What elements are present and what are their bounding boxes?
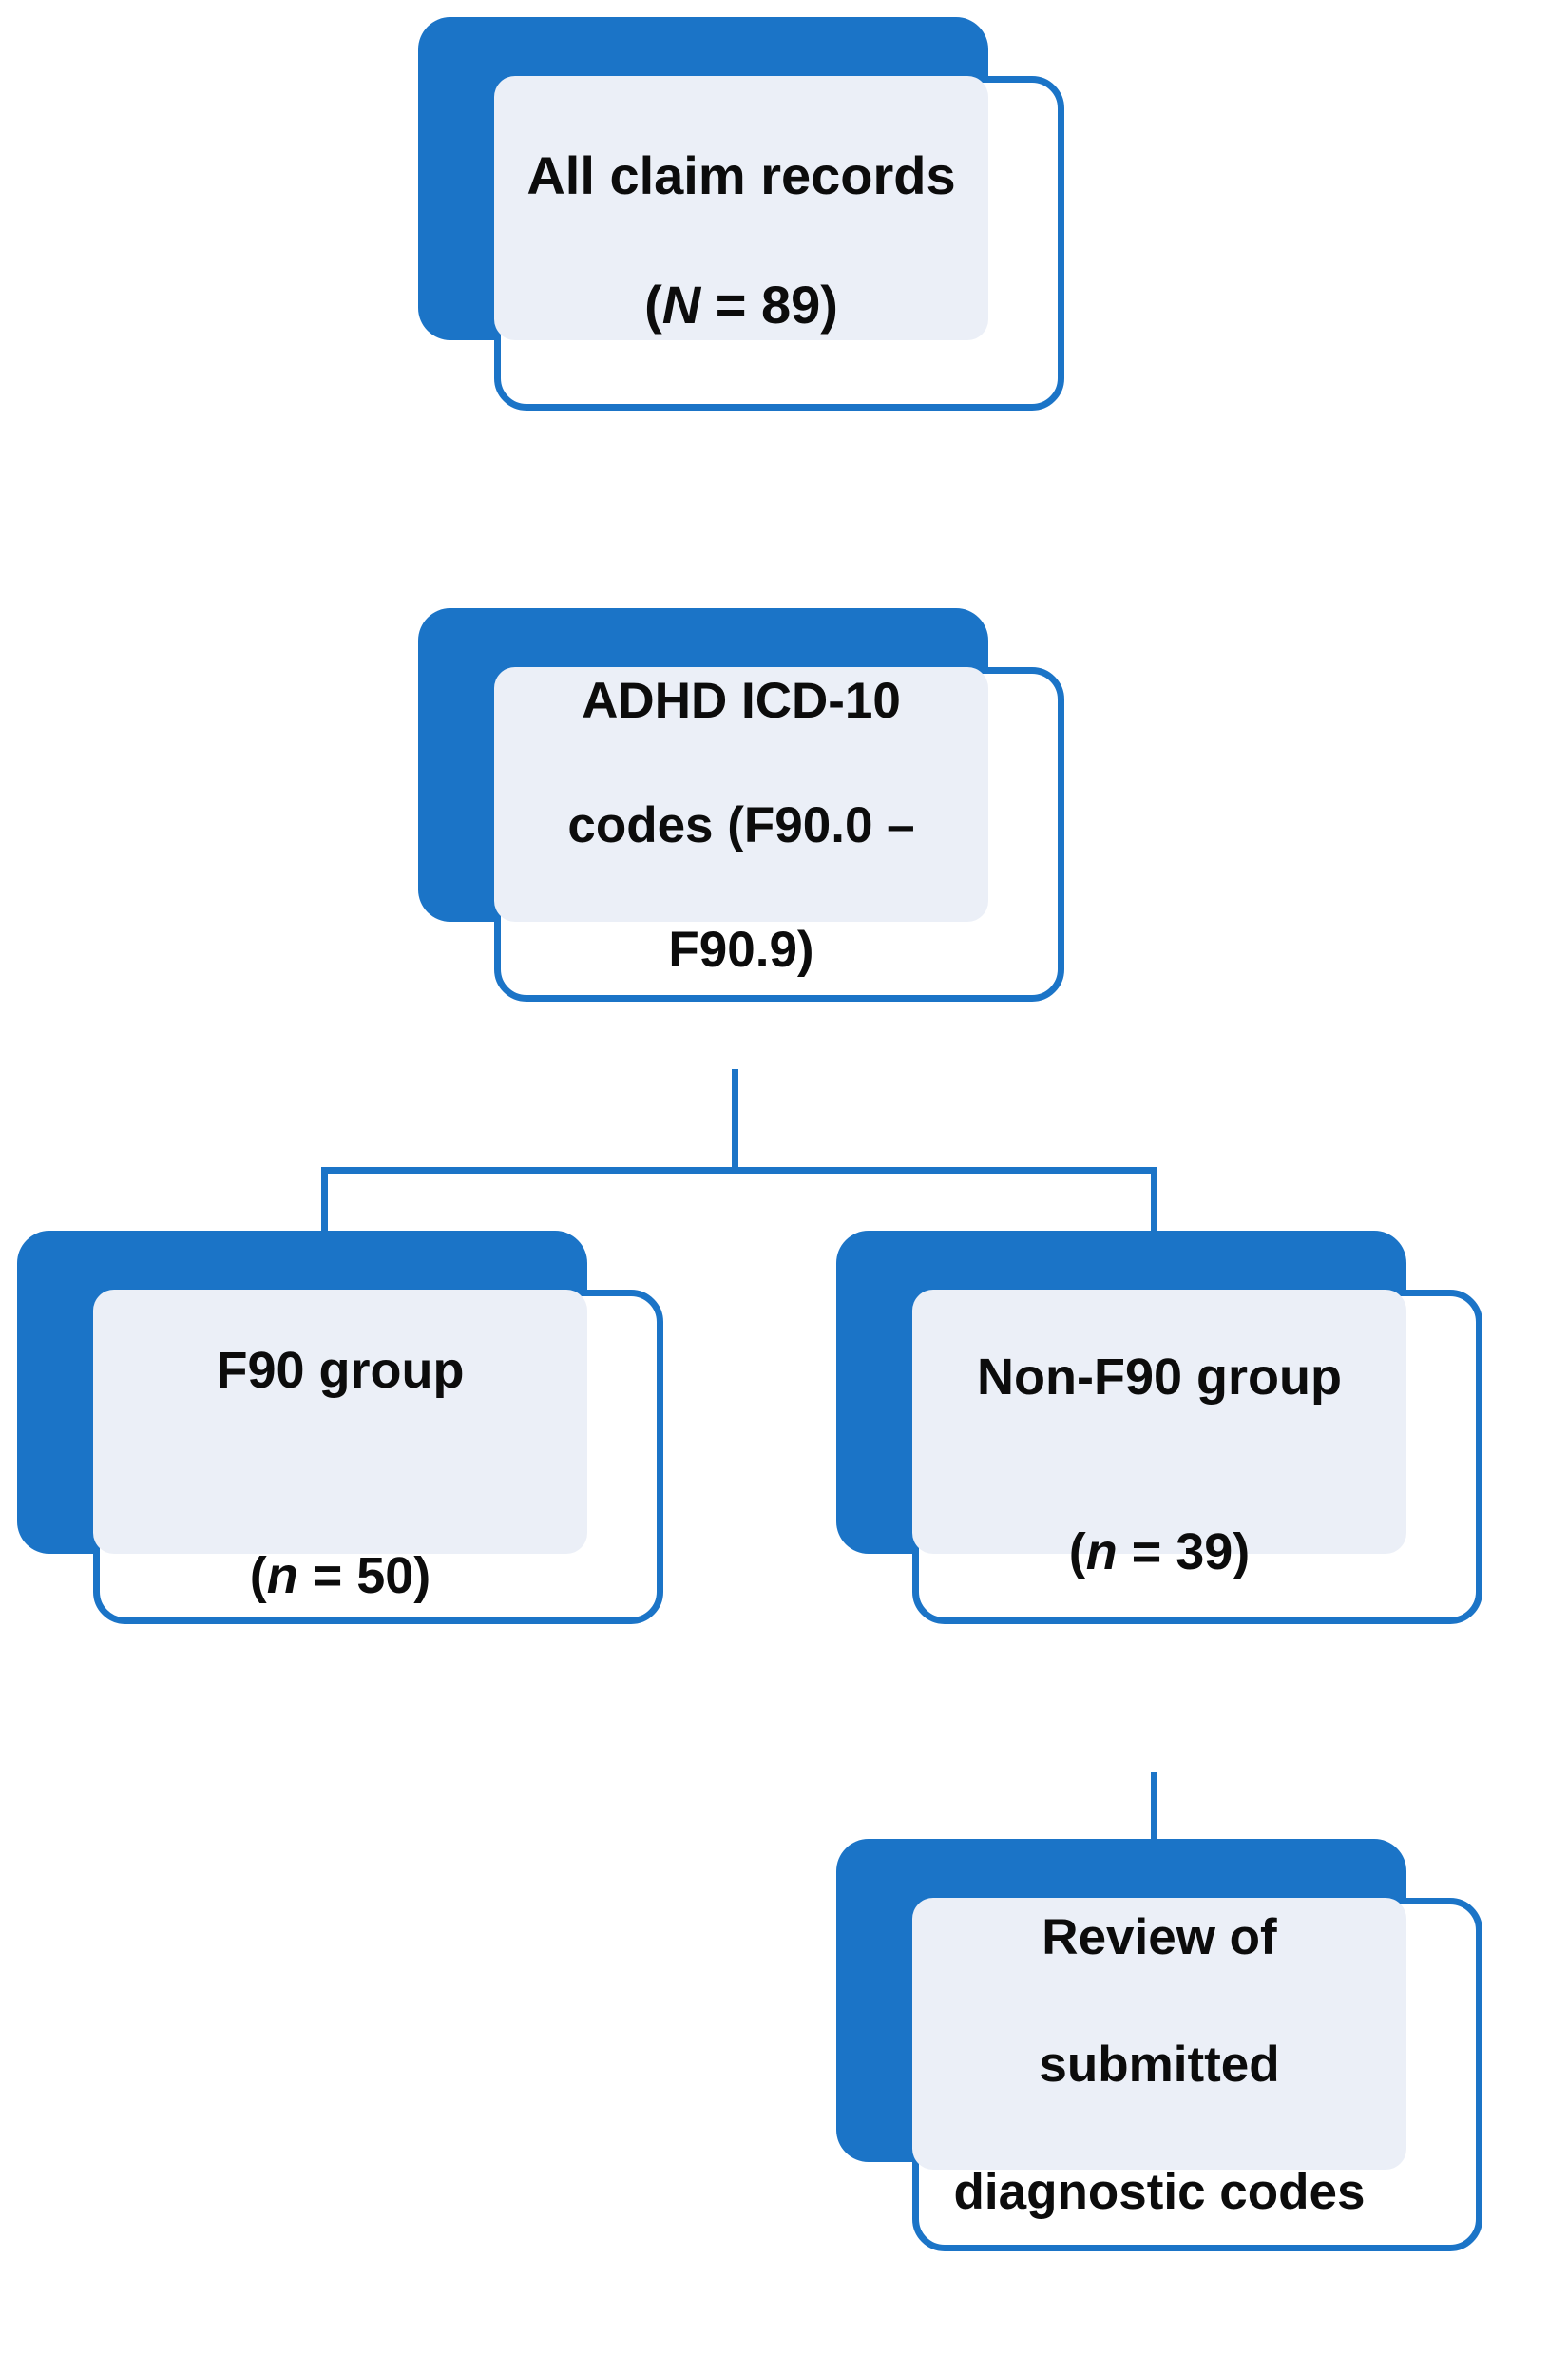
node-count-open-paren: ( xyxy=(644,275,662,335)
node-label-line-1: All claim records xyxy=(526,144,956,205)
edge-icd-stem xyxy=(732,1069,738,1174)
edge-bus-to-nonf90 xyxy=(1151,1167,1157,1272)
node-count-open-paren: ( xyxy=(1068,1522,1086,1580)
node-label: All claim records (N = 89) xyxy=(517,78,965,337)
node-review-submitted-diagnostic-codes: Review of submitted diagnostic codes xyxy=(836,1839,1492,2286)
node-label: F90 group (n = 50) xyxy=(206,1216,473,1627)
node-inner-panel: Non-F90 group (n = 39) xyxy=(912,1290,1406,1580)
node-label-line-1: Non-F90 group xyxy=(977,1349,1342,1407)
node-count-value: = 50) xyxy=(297,1547,431,1604)
node-all-claim-records: All claim records (N = 89) xyxy=(418,17,1074,435)
node-label-line-3: diagnostic codes xyxy=(953,2163,1366,2220)
node-non-f90-group: Non-F90 group (n = 39) xyxy=(836,1231,1492,1649)
node-adhd-icd10-codes: ADHD ICD-10 codes (F90.0 – F90.9) xyxy=(418,608,1074,1036)
edge-bus-to-f90 xyxy=(321,1167,328,1272)
node-count-variable: N xyxy=(661,275,701,335)
node-count-variable: n xyxy=(1085,1522,1118,1580)
node-count-value: = 89) xyxy=(700,275,838,335)
node-inner-panel: Review of submitted diagnostic codes xyxy=(912,1898,1406,2220)
node-f90-group: F90 group (n = 50) xyxy=(17,1231,673,1649)
node-inner-panel: ADHD ICD-10 codes (F90.0 – F90.9) xyxy=(494,667,988,978)
edge-nonf90-to-review xyxy=(1151,1772,1157,1877)
node-count-variable: n xyxy=(266,1547,298,1604)
edge-split-bus xyxy=(321,1167,1157,1174)
node-label-line-2: submitted xyxy=(1039,2037,1280,2093)
node-inner-panel: All claim records (N = 89) xyxy=(494,76,988,340)
node-label-line-1: ADHD ICD-10 xyxy=(582,672,901,729)
node-label-line-2: codes (F90.0 – xyxy=(567,797,915,853)
node-label: Review of submitted diagnostic codes xyxy=(945,1844,1375,2225)
node-label: ADHD ICD-10 codes (F90.0 – F90.9) xyxy=(558,607,924,982)
node-count-open-paren: ( xyxy=(249,1547,267,1604)
node-inner-panel: F90 group (n = 50) xyxy=(93,1290,587,1604)
node-label-line-1: Review of xyxy=(1042,1909,1277,1966)
node-label-line-1: F90 group xyxy=(216,1342,465,1399)
node-label: Non-F90 group (n = 39) xyxy=(967,1247,1351,1596)
node-label-line-3: F90.9) xyxy=(668,922,814,979)
node-count-value: = 39) xyxy=(1117,1522,1251,1580)
